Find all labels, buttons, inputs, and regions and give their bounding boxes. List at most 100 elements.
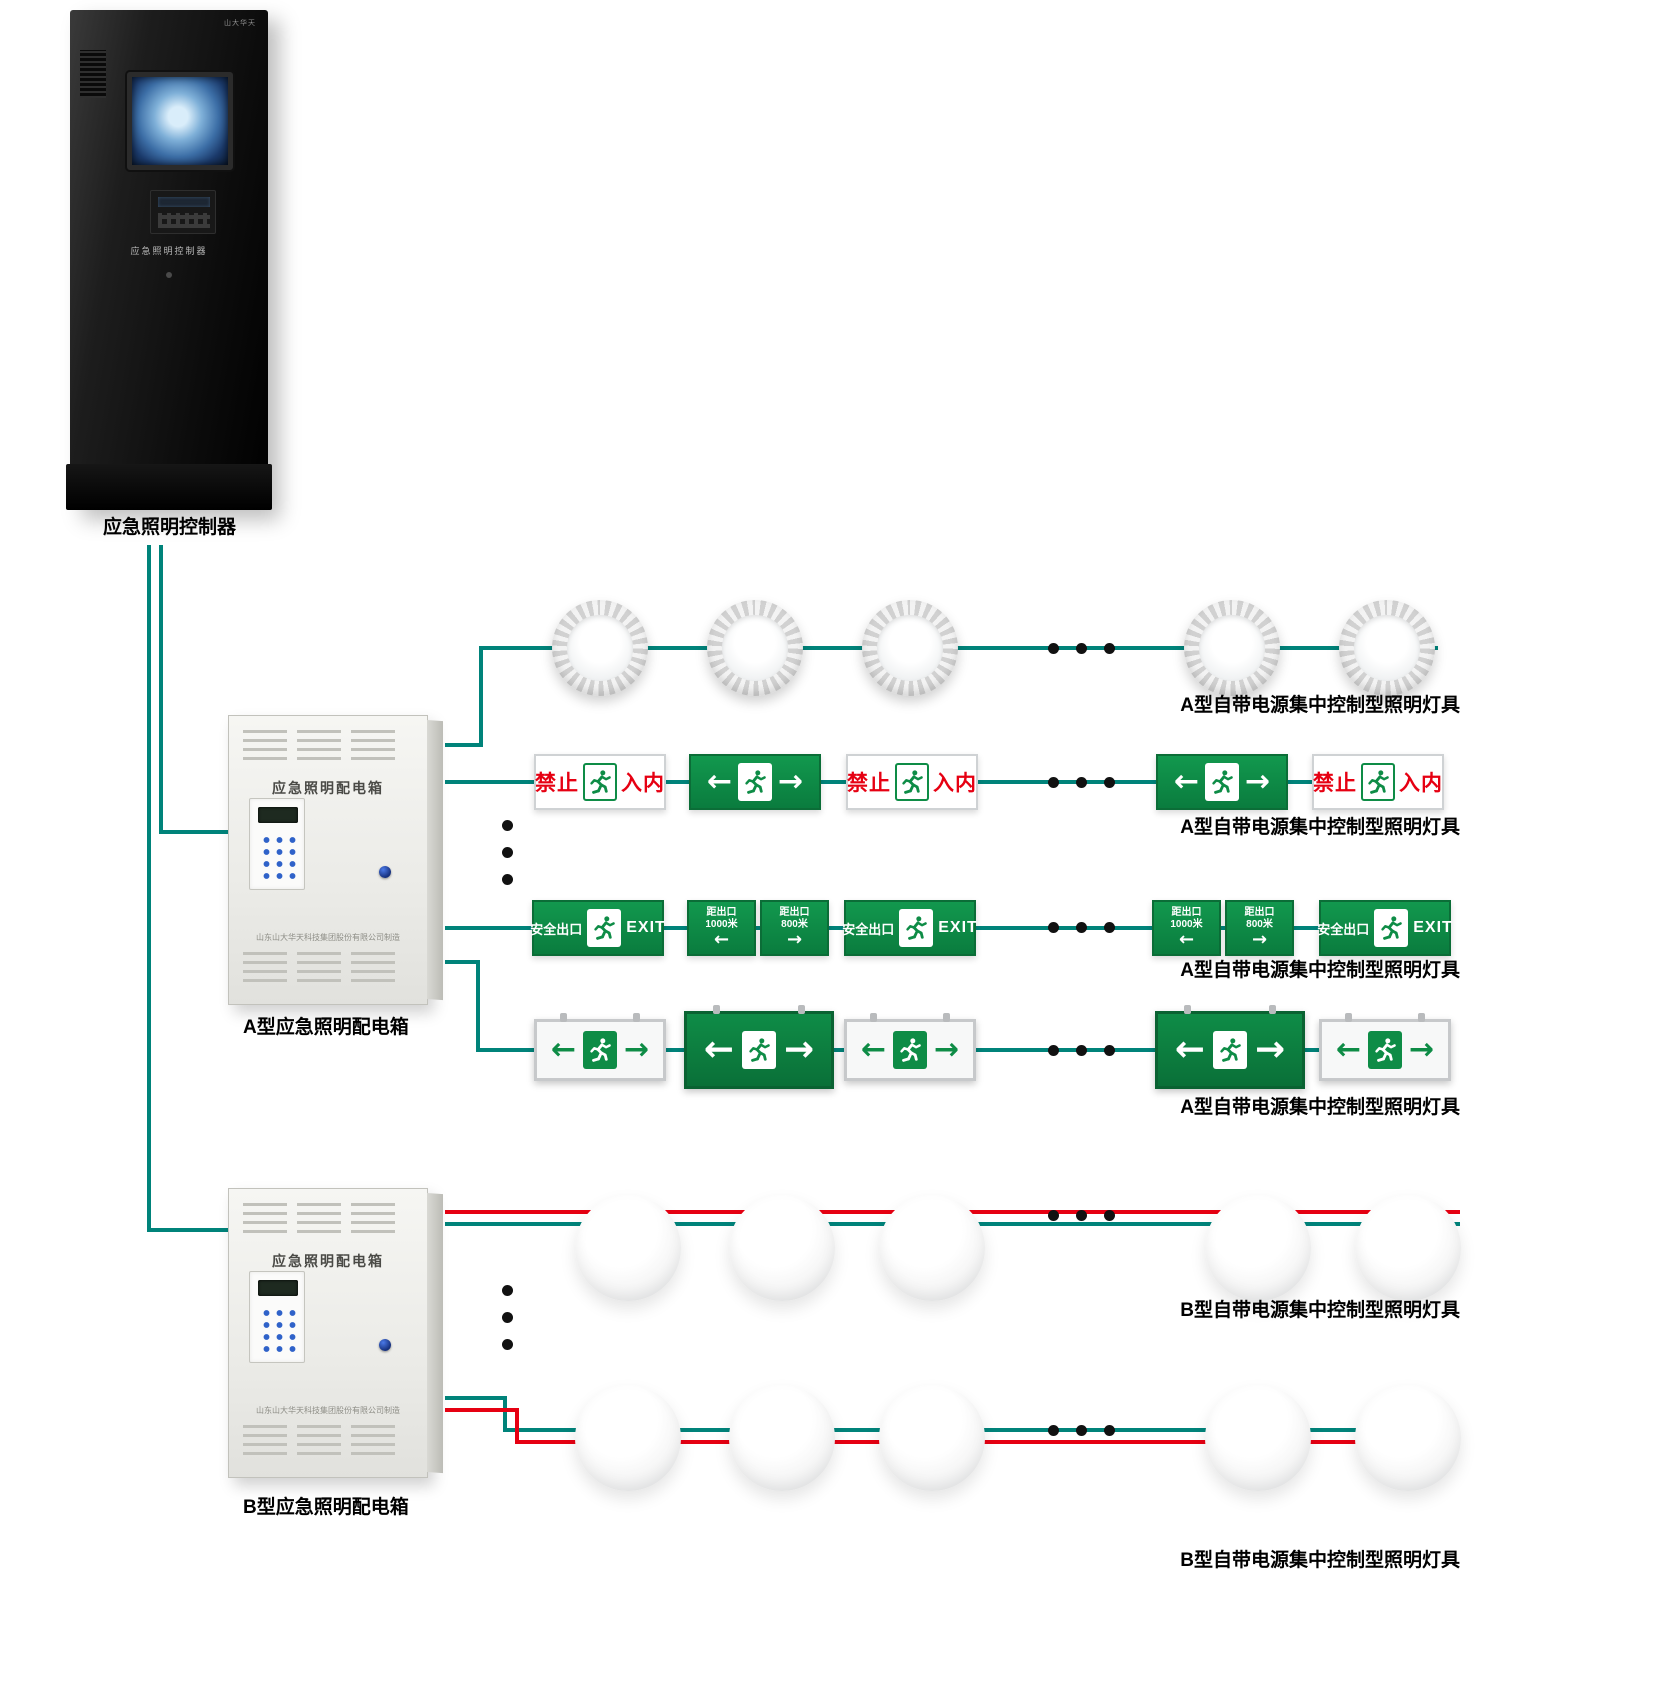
round-ceiling-lamp xyxy=(879,1195,985,1301)
exit-text: EXIT xyxy=(626,919,666,936)
arrow-right-icon: → xyxy=(1409,1032,1435,1067)
arrow-right-icon: → xyxy=(624,1032,650,1067)
door-lock-knob xyxy=(379,1339,391,1351)
box-display xyxy=(258,1280,298,1296)
exit-arrow-sign: ← → xyxy=(689,754,821,810)
no-entry-sign: 禁止 入内 xyxy=(534,754,666,810)
mounting-hook xyxy=(1269,1005,1277,1014)
running-man-icon xyxy=(738,763,772,801)
distance-exit-sign: 距出口 1000米 ← 距出口 800米 → xyxy=(1152,900,1294,956)
box-a-label: A型应急照明配电箱 xyxy=(243,1017,409,1038)
no-entry-text-left: 禁止 xyxy=(847,772,891,795)
round-ceiling-lamp xyxy=(575,1385,681,1491)
distance-prefix: 距出口 xyxy=(1244,907,1275,918)
distance-prefix: 距出口 xyxy=(1171,907,1202,918)
safe-exit-text: 安全出口 xyxy=(842,921,895,937)
emergency-lighting-controller-cabinet: 山大华天 应急照明控制器 xyxy=(66,10,272,510)
running-man-icon xyxy=(583,763,617,801)
hanging-exit-sign: ← → xyxy=(534,1013,666,1081)
box-title: 应急照明配电箱 xyxy=(272,780,384,796)
round-ceiling-lamp xyxy=(1355,1385,1461,1491)
box-buttons xyxy=(257,831,299,883)
box-side-panel xyxy=(427,720,443,1001)
round-ceiling-lamp xyxy=(729,1195,835,1301)
box-side-panel xyxy=(427,1193,443,1474)
distance-value: 800米 xyxy=(781,918,808,930)
mounting-hook xyxy=(1418,1013,1426,1022)
round-ceiling-lamp xyxy=(879,1385,985,1491)
no-entry-sign: 禁止 入内 xyxy=(846,754,978,810)
distance-prefix: 距出口 xyxy=(706,907,737,918)
running-man-icon xyxy=(895,763,929,801)
arrow-left-icon: ← xyxy=(1335,1032,1361,1067)
hanging-exit-sign-large: ← → xyxy=(1155,1005,1305,1089)
round-ceiling-lamp xyxy=(575,1195,681,1301)
no-entry-text-right: 入内 xyxy=(933,772,977,795)
cabinet-brand: 山大华天 xyxy=(224,20,256,27)
safe-exit-text: 安全出口 xyxy=(530,921,583,937)
box-vents-bottom xyxy=(243,1425,395,1461)
running-man-icon xyxy=(1374,909,1409,947)
hanging-exit-sign-large: ← → xyxy=(684,1005,834,1089)
wire-controller-to-box-b xyxy=(147,545,229,1232)
running-man-icon xyxy=(1213,1031,1247,1069)
round-ceiling-lamp xyxy=(1205,1385,1311,1491)
box-vents-bottom xyxy=(243,952,395,988)
mounting-hook xyxy=(559,1013,567,1022)
wire-box-a-row1 xyxy=(445,646,1438,747)
ellipsis-dots xyxy=(1048,1210,1115,1221)
no-entry-sign: 禁止 入内 xyxy=(1312,754,1444,810)
mounting-hook xyxy=(633,1013,641,1022)
wire-controller-to-box-a xyxy=(159,545,229,834)
ceiling-downlight xyxy=(552,600,648,696)
mounting-hook xyxy=(1344,1013,1352,1022)
box-buttons xyxy=(257,1304,299,1356)
exit-text: EXIT xyxy=(938,919,978,936)
ceiling-downlight xyxy=(707,600,803,696)
running-man-icon xyxy=(587,909,622,947)
distance-panel-right: 距出口 800米 → xyxy=(760,900,829,956)
ellipsis-dots-vertical xyxy=(502,1285,513,1350)
distance-value: 800米 xyxy=(1246,918,1273,930)
door-lock-knob xyxy=(379,866,391,878)
wire-box-b-row6-live xyxy=(445,1408,1460,1444)
arrow-left-icon: ← xyxy=(1173,764,1199,799)
box-manufacturer: 山东山大华天科技集团股份有限公司制造 xyxy=(256,933,400,942)
controller-screen xyxy=(127,72,233,170)
mounting-hook xyxy=(869,1013,877,1022)
box-title: 应急照明配电箱 xyxy=(272,1253,384,1269)
safe-exit-sign: 安全出口 EXIT xyxy=(530,900,666,956)
distance-panel-left: 距出口 1000米 ← xyxy=(1152,900,1221,956)
arrow-right-icon: → xyxy=(786,929,803,950)
distance-exit-sign: 距出口 1000米 ← 距出口 800米 → xyxy=(687,900,829,956)
box-b-label: B型应急照明配电箱 xyxy=(243,1497,409,1518)
box-vents-top xyxy=(243,1203,395,1239)
arrow-left-icon: ← xyxy=(1178,929,1195,950)
box-vents-top xyxy=(243,730,395,766)
arrow-left-icon: ← xyxy=(706,764,732,799)
running-man-icon xyxy=(893,1031,927,1069)
hanging-exit-sign: ← → xyxy=(1319,1013,1451,1081)
cabinet-keyhole xyxy=(166,272,172,278)
arrow-right-icon: → xyxy=(784,1029,815,1070)
box-keypad xyxy=(249,1271,305,1363)
no-entry-text-right: 入内 xyxy=(1399,772,1443,795)
running-man-icon xyxy=(1205,763,1239,801)
running-man-icon xyxy=(742,1031,776,1069)
row6-device-label: B型自带电源集中控制型照明灯具 xyxy=(1180,1550,1460,1571)
distribution-box-a: 应急照明配电箱 山东山大华天科技集团股份有限公司制造 xyxy=(228,715,443,1005)
arrow-left-icon: ← xyxy=(550,1032,576,1067)
ceiling-downlight xyxy=(1339,600,1435,696)
arrow-right-icon: → xyxy=(1251,929,1268,950)
exit-arrow-sign: ← → xyxy=(1156,754,1288,810)
distance-value: 1000米 xyxy=(705,918,738,930)
arrow-right-icon: → xyxy=(1245,764,1271,799)
running-man-icon xyxy=(899,909,934,947)
distribution-box-b: 应急照明配电箱 山东山大华天科技集团股份有限公司制造 xyxy=(228,1188,443,1478)
no-entry-text-right: 入内 xyxy=(621,772,665,795)
cabinet-door-label: 应急照明控制器 xyxy=(130,246,208,256)
arrow-left-icon: ← xyxy=(713,929,730,950)
arrow-left-icon: ← xyxy=(1174,1029,1205,1070)
row5-device-label: B型自带电源集中控制型照明灯具 xyxy=(1180,1300,1460,1321)
